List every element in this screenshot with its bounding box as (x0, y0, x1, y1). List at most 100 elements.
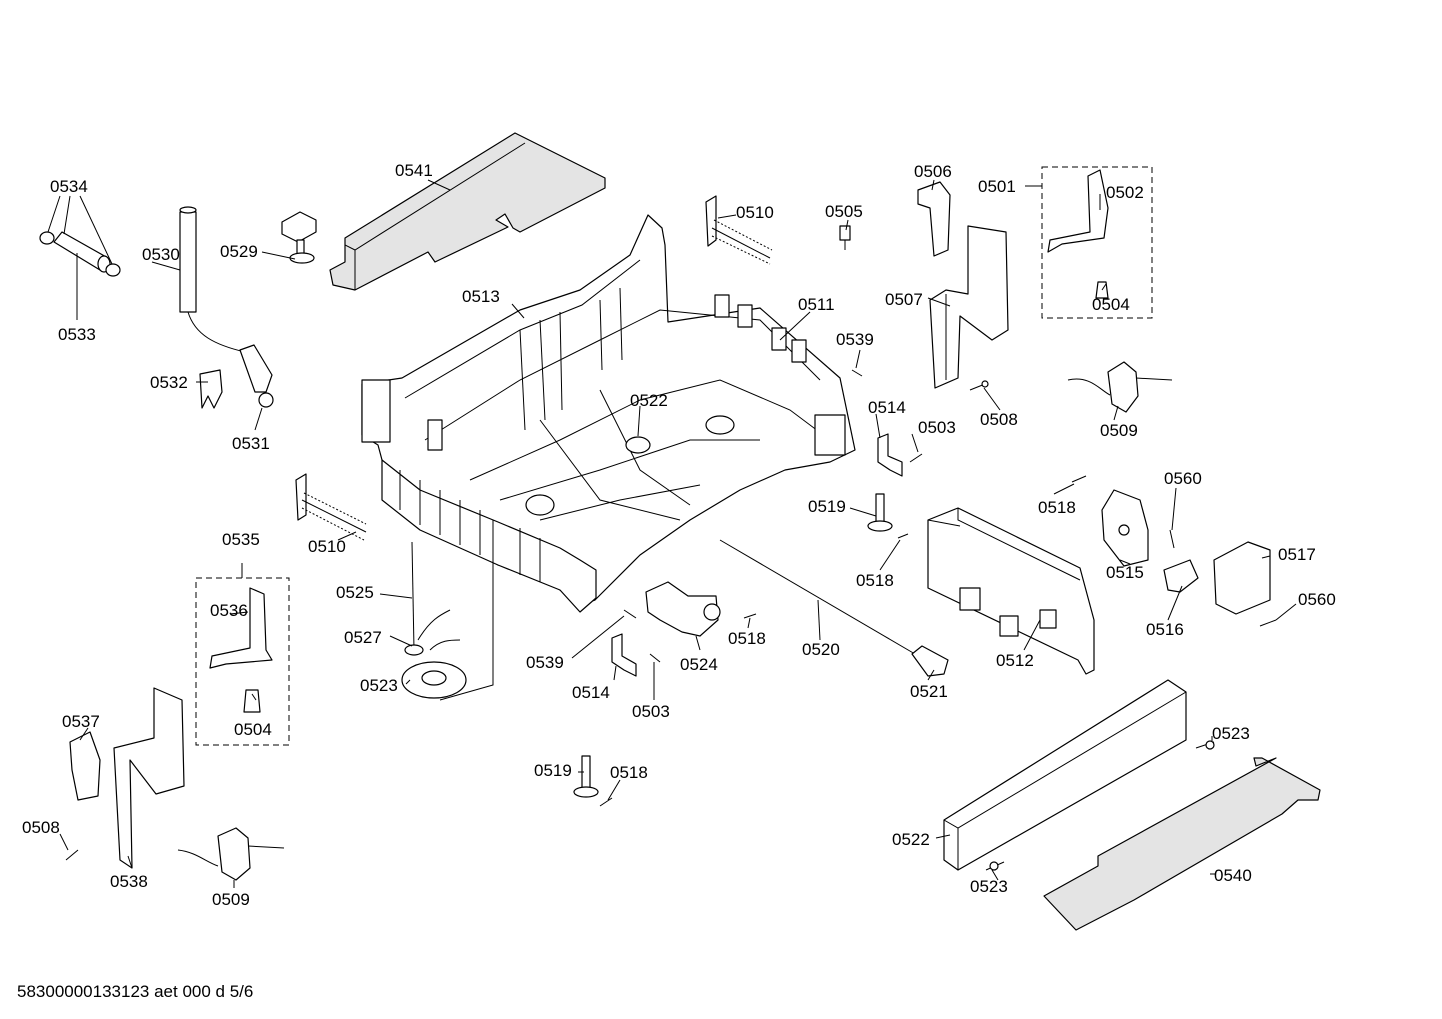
label-0510-lower: 0510 (308, 537, 346, 556)
part-0510-spring-lower (295, 473, 367, 541)
label-0560-lower: 0560 (1298, 590, 1336, 609)
label-0529: 0529 (220, 242, 258, 261)
label-0503-upper: 0503 (918, 418, 956, 437)
label-0509-upper: 0509 (1100, 421, 1138, 440)
part-0520-rod (719, 539, 916, 655)
part-0560-screw-a (1169, 529, 1175, 549)
label-0513: 0513 (462, 287, 500, 306)
part-0512-control-module (927, 507, 1095, 675)
part-0505-clip (839, 225, 851, 250)
part-0541-plate (329, 132, 606, 291)
label-0506: 0506 (914, 162, 952, 181)
part-0516-bracket (1163, 559, 1199, 593)
part-0503-screw-lower (649, 653, 661, 663)
label-0537: 0537 (62, 712, 100, 731)
part-0523-impeller (401, 661, 467, 699)
label-0539-upper: 0539 (836, 330, 874, 349)
part-0517-cover (1213, 541, 1271, 615)
part-0533-hose-sleeve (39, 231, 121, 320)
part-0508-screw-lower (65, 849, 79, 861)
part-0514-bracket-lower (611, 633, 637, 677)
label-0524: 0524 (680, 655, 718, 674)
label-0523-right: 0523 (1212, 724, 1250, 743)
part-0509-sensor-upper (1067, 361, 1173, 413)
label-0508-lower: 0508 (22, 818, 60, 837)
label-0539-lower: 0539 (526, 653, 564, 672)
part-0560-screw-b (1259, 619, 1277, 627)
part-0530-coiled-hose (179, 206, 274, 408)
label-0527: 0527 (344, 628, 382, 647)
label-0518-lower: 0518 (610, 763, 648, 782)
part-0518-screw-c (743, 613, 757, 619)
label-0525: 0525 (336, 583, 374, 602)
part-0540-strip (1043, 757, 1321, 931)
label-0535: 0535 (222, 530, 260, 549)
label-0518-mid: 0518 (856, 571, 894, 590)
part-0518-screw-a (897, 533, 909, 539)
part-0523-screw-upper (1195, 740, 1215, 750)
part-0524-valve (645, 581, 721, 637)
label-0540: 0540 (1214, 866, 1252, 885)
label-0508-upper: 0508 (980, 410, 1018, 429)
label-0510-upper: 0510 (736, 203, 774, 222)
part-0518-screw-b (1071, 475, 1087, 483)
label-0505: 0505 (825, 202, 863, 221)
part-0535-assembly (195, 563, 290, 746)
label-0521: 0521 (910, 682, 948, 701)
leader-lines (47, 179, 1297, 888)
label-0541: 0541 (395, 161, 433, 180)
part-0519-foot-lower (573, 755, 599, 798)
label-0509-lower: 0509 (212, 890, 250, 909)
label-0523-impeller: 0523 (360, 676, 398, 695)
label-0516: 0516 (1146, 620, 1184, 639)
part-0507-bracket (929, 225, 1009, 389)
label-0522-lower: 0522 (892, 830, 930, 849)
part-0514-bracket-upper (877, 433, 903, 477)
part-0522-panel (943, 679, 1187, 871)
label-0536: 0536 (210, 601, 248, 620)
part-0539-screw-upper (851, 369, 863, 377)
label-0531: 0531 (232, 434, 270, 453)
label-0515: 0515 (1106, 563, 1144, 582)
label-0520: 0520 (802, 640, 840, 659)
label-0519-upper: 0519 (808, 497, 846, 516)
part-labels: 0541 0534 0530 0529 0533 0532 0531 0513 … (22, 161, 1336, 909)
part-0529-foot (281, 211, 317, 264)
label-0514-lower: 0514 (572, 683, 610, 702)
part-0510-spring-upper (705, 195, 773, 265)
part-0521-cap (911, 645, 949, 677)
part-0506-bracket (917, 181, 951, 257)
part-0509-sensor-lower (177, 827, 285, 881)
label-0519-lower: 0519 (534, 761, 572, 780)
label-0522-upper: 0522 (630, 391, 668, 410)
label-0511: 0511 (798, 295, 835, 314)
label-0514-upper: 0514 (868, 398, 906, 417)
label-0507: 0507 (885, 290, 923, 309)
part-0515-cover (1101, 489, 1149, 567)
part-0519-foot-upper (867, 493, 893, 532)
part-0539-screw-lower (623, 609, 637, 619)
part-0503-screw-upper (909, 453, 923, 463)
label-0523-lower-right: 0523 (970, 877, 1008, 896)
label-0517: 0517 (1278, 545, 1316, 564)
part-0523-screw-lower (985, 861, 1005, 871)
label-0512: 0512 (996, 651, 1034, 670)
part-0537-clip (69, 731, 101, 801)
label-0501: 0501 (978, 177, 1016, 196)
label-0530: 0530 (142, 245, 180, 264)
label-0504-lower: 0504 (234, 720, 272, 739)
label-0538: 0538 (110, 872, 148, 891)
part-0532-clip (199, 369, 223, 409)
label-0502: 0502 (1106, 183, 1144, 202)
label-0504-upper: 0504 (1092, 295, 1130, 314)
part-0513-base-tub (361, 214, 856, 701)
label-0503-lower: 0503 (632, 702, 670, 721)
label-0533: 0533 (58, 325, 96, 344)
part-0518-screw-d (599, 797, 613, 807)
part-0508-screw-upper (969, 380, 989, 391)
label-0518-upper: 0518 (1038, 498, 1076, 517)
part-0525-rod (404, 541, 461, 656)
part-0538-bracket (113, 687, 185, 869)
label-0560-upper: 0560 (1164, 469, 1202, 488)
